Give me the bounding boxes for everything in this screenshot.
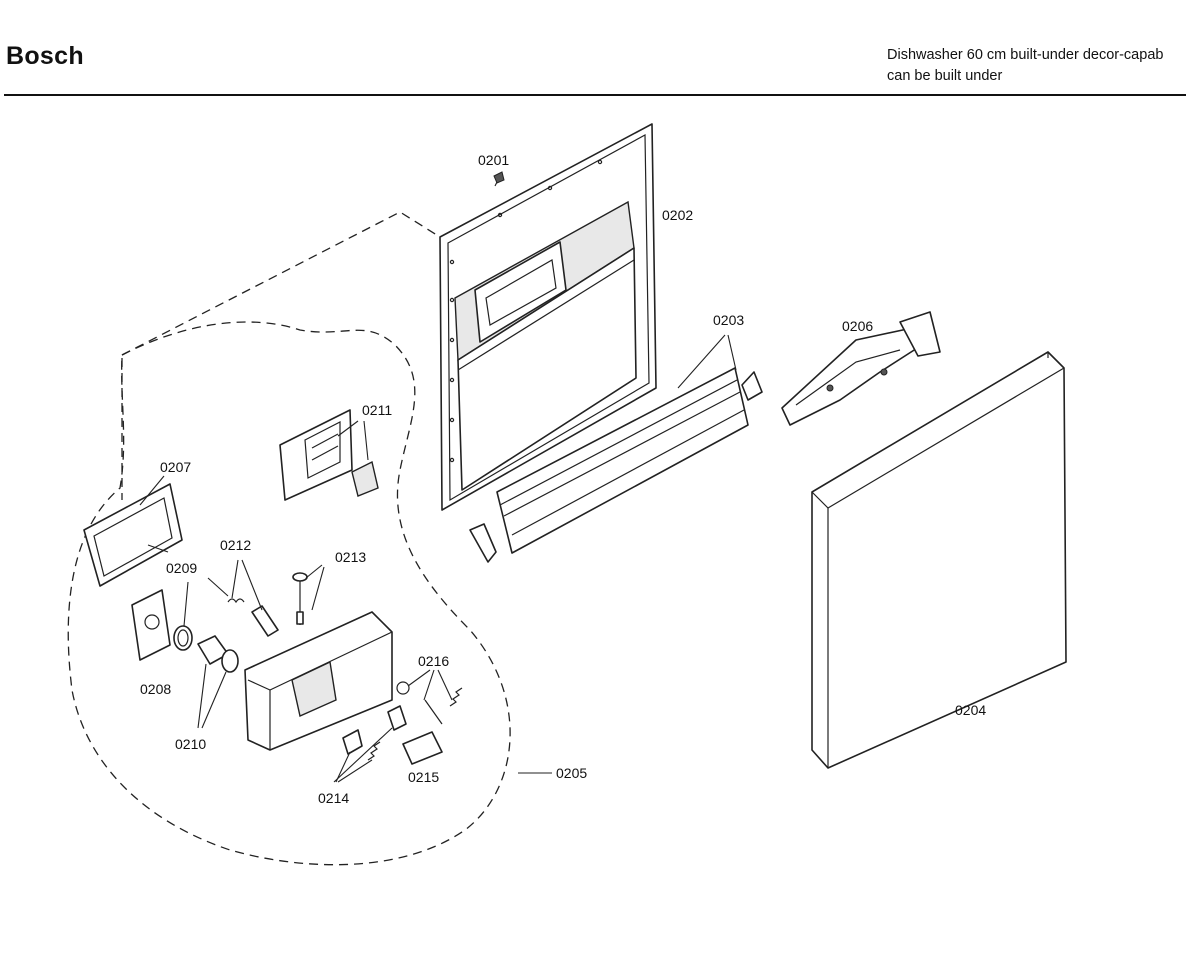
module-leader-line xyxy=(121,211,441,500)
module-boundary xyxy=(67,321,511,866)
label-0215: 0215 xyxy=(408,769,439,785)
product-description: Dishwasher 60 cm built-under decor-capab… xyxy=(887,45,1163,87)
part-end-cap[interactable] xyxy=(741,371,763,401)
part-plunger[interactable] xyxy=(292,572,308,625)
part-dispenser-housing[interactable] xyxy=(244,611,393,751)
label-0203: 0203 xyxy=(713,312,744,328)
label-0214: 0214 xyxy=(318,790,349,806)
label-0201: 0201 xyxy=(478,152,509,168)
label-0211: 0211 xyxy=(362,402,392,418)
part-hinge-bracket[interactable] xyxy=(781,311,941,426)
label-0210: 0210 xyxy=(175,736,206,752)
part-pin-set[interactable] xyxy=(387,681,463,731)
description-line-2: can be built under xyxy=(887,68,1003,84)
label-0216: 0216 xyxy=(418,653,449,669)
leader-lines xyxy=(139,334,737,783)
part-latch-set[interactable] xyxy=(342,729,381,761)
part-inner-door[interactable] xyxy=(439,123,657,511)
part-cover[interactable] xyxy=(131,589,171,661)
label-0212: 0212 xyxy=(220,537,251,553)
part-screw[interactable] xyxy=(493,171,505,187)
label-0208: 0208 xyxy=(140,681,171,697)
description-line-1: Dishwasher 60 cm built-under decor-capab xyxy=(887,47,1164,63)
brand-title: Bosch xyxy=(6,42,84,70)
part-small-bracket[interactable] xyxy=(469,523,497,563)
label-0206: 0206 xyxy=(842,318,873,334)
label-0204: 0204 xyxy=(955,702,986,718)
part-dispenser-grid[interactable] xyxy=(279,409,353,501)
part-nozzle[interactable] xyxy=(197,635,239,673)
part-spring-lever[interactable] xyxy=(227,598,279,637)
part-pad[interactable] xyxy=(351,460,379,497)
label-0207: 0207 xyxy=(160,459,191,475)
label-0205: 0205 xyxy=(556,765,587,781)
part-ring[interactable] xyxy=(173,625,193,651)
label-0202: 0202 xyxy=(662,207,693,223)
part-frame[interactable] xyxy=(83,483,183,587)
label-0209: 0209 xyxy=(166,560,197,576)
part-trim-strip[interactable] xyxy=(496,367,749,554)
part-outer-door[interactable] xyxy=(811,351,1067,769)
label-0213: 0213 xyxy=(335,549,366,565)
part-switch[interactable] xyxy=(402,731,443,765)
header-rule xyxy=(4,94,1186,96)
